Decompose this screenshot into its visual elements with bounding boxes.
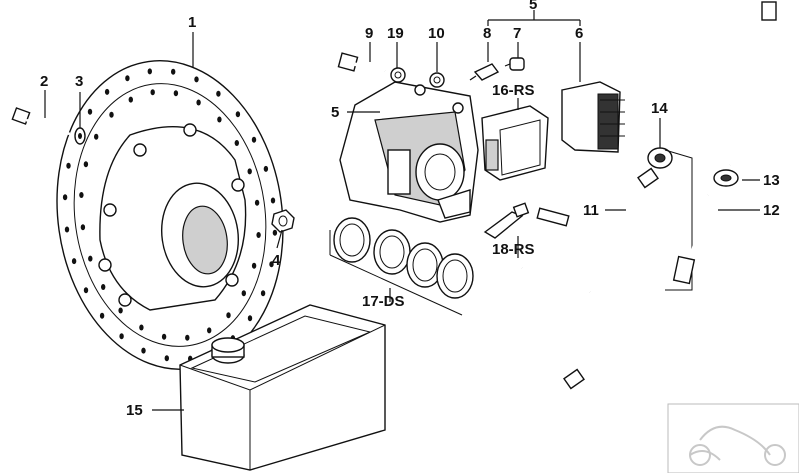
- disc-drill-hole: [216, 90, 221, 97]
- callout-12: 12: [763, 202, 780, 219]
- hose-fitting: [713, 169, 739, 187]
- callout-10: 10: [428, 25, 445, 42]
- disc-drill-hole: [139, 324, 144, 331]
- disc-drill-hole: [241, 290, 246, 297]
- bleeder-valve: [469, 63, 500, 81]
- disc-drill-hole: [235, 111, 241, 118]
- callout-18-rs: 18-RS: [492, 241, 535, 258]
- disc-drill-hole: [196, 99, 201, 106]
- bleeder-cap: [504, 57, 525, 71]
- disc-drill-hole: [83, 161, 89, 168]
- disc-drill-hole: [173, 90, 179, 97]
- disc-drill-hole: [150, 89, 155, 96]
- disc-drill-hole: [270, 197, 276, 204]
- callout-15: 15: [126, 402, 143, 419]
- callout-17-ds: 17-DS: [362, 293, 405, 310]
- disc-drill-hole: [104, 88, 110, 95]
- disc-drill-hole: [87, 108, 93, 115]
- disc-drill-hole: [247, 315, 253, 322]
- disc-drill-hole: [251, 262, 257, 269]
- disc-drill-hole: [141, 347, 146, 354]
- brake-fluid-can: [179, 304, 386, 471]
- callout-19: 19: [387, 25, 404, 42]
- callout-7: 7: [513, 25, 521, 42]
- callout-5-top: 5: [529, 0, 537, 13]
- pin-clip-set: [483, 202, 591, 294]
- disc-drill-hole: [164, 355, 169, 362]
- grommet: [647, 147, 673, 169]
- disc-drill-hole: [128, 96, 133, 103]
- disc-drill-hole: [247, 168, 252, 175]
- brake-pad-set: [561, 81, 625, 153]
- callout-9: 9: [365, 25, 373, 42]
- disc-drill-hole: [251, 136, 257, 143]
- disc-drill-hole: [185, 334, 190, 341]
- callout-13: 13: [763, 172, 780, 189]
- callout-14: 14: [651, 100, 668, 117]
- callout-2: 2: [40, 73, 48, 90]
- seal-kit: [333, 217, 474, 299]
- disc-drill-hole: [161, 333, 167, 340]
- disc-drill-hole: [171, 68, 176, 75]
- disc-drill-hole: [234, 140, 239, 146]
- disc-drill-hole: [99, 312, 105, 319]
- brake-caliper: [339, 81, 479, 223]
- caliper-spacer: [429, 72, 445, 88]
- disc-drill-hole: [80, 224, 86, 231]
- disc-drill-hole: [83, 287, 89, 294]
- callout-8: 8: [483, 25, 491, 42]
- disc-drill-hole: [226, 312, 231, 319]
- disc-drill-hole: [147, 68, 152, 75]
- disc-drill-hole: [194, 76, 199, 83]
- disc-drill-hole: [109, 111, 114, 118]
- disc-drill-hole: [62, 194, 68, 201]
- disc-drill-hole: [101, 284, 106, 290]
- brake-line: [563, 167, 659, 390]
- disc-bolt: [11, 107, 71, 136]
- disc-drill-hole: [66, 162, 71, 169]
- disc-drill-hole: [119, 333, 124, 340]
- motorcycle-logo: [667, 403, 799, 473]
- brake-disc: [56, 60, 284, 370]
- disc-drill-hole: [125, 75, 130, 82]
- brake-hose: [727, 1, 777, 166]
- disc-washer: [74, 127, 86, 145]
- disc-drill-hole: [94, 133, 99, 140]
- callout-3: 3: [75, 73, 83, 90]
- disc-drill-hole: [254, 199, 260, 206]
- caliper-bolt: [337, 52, 386, 73]
- disc-drill-hole: [263, 165, 269, 172]
- disc-drill-hole: [272, 229, 278, 236]
- callout-4: 4: [272, 252, 281, 269]
- disc-nut: [271, 209, 295, 233]
- disc-drill-hole: [64, 226, 70, 233]
- disc-drill-hole: [269, 261, 274, 268]
- disc-drill-hole: [71, 258, 77, 265]
- disc-drill-hole: [207, 327, 212, 334]
- caliper-washer: [390, 67, 406, 83]
- callout-11: 11: [583, 202, 599, 219]
- callout-1: 1: [188, 14, 196, 31]
- disc-drill-hole: [88, 255, 93, 262]
- disc-drill-hole: [256, 232, 261, 238]
- disc-drill-hole: [217, 116, 222, 123]
- hose-union: [672, 194, 711, 285]
- disc-drill-hole: [79, 192, 84, 198]
- callout-16-rs: 16-RS: [492, 82, 535, 99]
- disc-drill-hole: [260, 290, 266, 297]
- callout-5-side: 5: [331, 104, 339, 121]
- leader-lines: [44, 10, 760, 411]
- disc-drill-hole: [118, 307, 123, 314]
- brake-pad-rs: [481, 105, 549, 181]
- callout-6: 6: [575, 25, 583, 42]
